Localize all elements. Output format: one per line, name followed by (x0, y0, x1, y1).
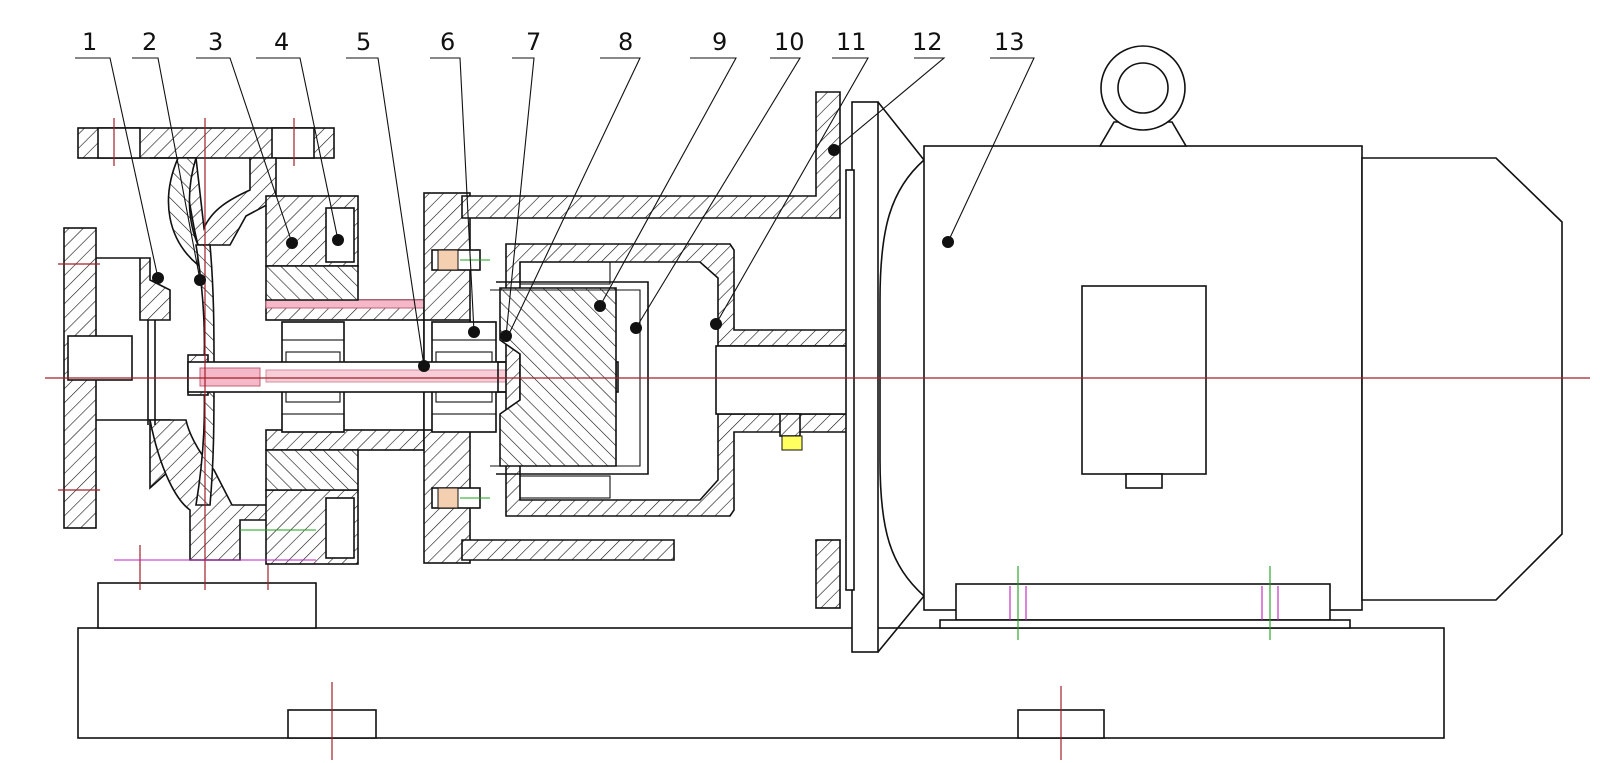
marker-dot-7 (500, 330, 512, 342)
marker-dot-4 (332, 234, 344, 246)
callout-label-11: 11 (836, 28, 867, 56)
leader-lines (75, 57, 1035, 367)
marker-dot-6 (468, 326, 480, 338)
callout-label-8: 8 (618, 28, 633, 56)
marker-dot-2 (194, 274, 206, 286)
callout-label-10: 10 (774, 28, 805, 56)
motor (845, 45, 1563, 653)
marker-dot-1 (152, 272, 164, 284)
marker-dot-11 (710, 318, 722, 330)
callout-label-5: 5 (356, 28, 371, 56)
callout-label-12: 12 (912, 28, 943, 56)
centerlines (45, 118, 1590, 590)
marker-dot-13 (942, 236, 954, 248)
marker-dot-12 (828, 144, 840, 156)
marker-dot-10 (630, 322, 642, 334)
callout-label-4: 4 (274, 28, 289, 56)
callout-label-2: 2 (142, 28, 157, 56)
callout-label-3: 3 (208, 28, 223, 56)
magnetic-coupling (461, 91, 857, 609)
marker-dot-3 (286, 237, 298, 249)
callout-label-6: 6 (440, 28, 455, 56)
callout-label-13: 13 (994, 28, 1025, 56)
marker-dot-5 (418, 360, 430, 372)
callout-label-1: 1 (82, 28, 97, 56)
callout-labels: 1 2 3 4 5 6 7 8 9 10 11 12 13 (82, 28, 1025, 56)
marker-dots (152, 144, 954, 372)
callout-label-7: 7 (526, 28, 541, 56)
base-frame (77, 545, 1445, 760)
marker-dot-9 (594, 300, 606, 312)
callout-label-9: 9 (712, 28, 727, 56)
